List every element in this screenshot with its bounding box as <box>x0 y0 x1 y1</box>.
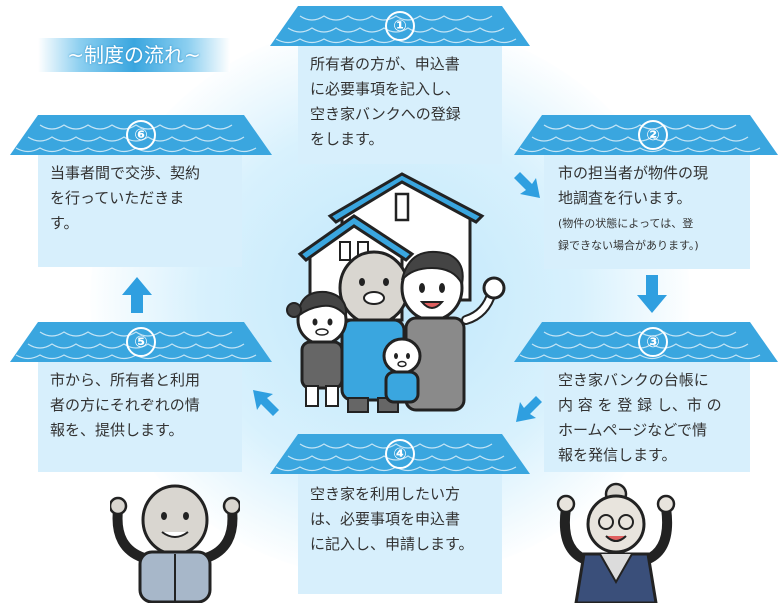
page-title: ~制度の流れ~ <box>67 43 201 67</box>
step-6-text: 当事者間で交渉、契約 を行っていただきま す。 <box>50 164 201 232</box>
step-2-box <box>544 155 750 269</box>
step-6: ⑥ 当事者間で交渉、契約 を行っていただきま す。 <box>10 115 272 275</box>
step-6-box <box>38 155 242 267</box>
step-1-box <box>298 46 502 164</box>
step-5-number: ⑤ <box>126 327 156 357</box>
step-2-number: ② <box>638 120 668 150</box>
family-house-illustration <box>286 172 506 413</box>
step-2-note: (物件の状態によっては、登 録できない場合があります。) <box>558 217 699 252</box>
step-3: ③ 空き家バンクの台帳に 内 容 を 登 録 し、市 の ホームページなどで情 … <box>514 322 778 472</box>
arrow-2-to-3-icon <box>637 275 667 313</box>
step-4-number: ④ <box>385 439 415 469</box>
step-1: ① 所有者の方が、申込書 に必要事項を記入し、 空き家バンクへの登録 をします。 <box>270 6 530 166</box>
step-3-text: 空き家バンクの台帳に 内 容 を 登 録 し、市 の ホームページなどで情 報を… <box>558 371 722 464</box>
step-5: ⑤ 市から、所有者と利用 者の方にそれぞれの情 報を、提供します。 <box>10 322 272 472</box>
step-5-text: 市から、所有者と利用 者の方にそれぞれの情 報を、提供します。 <box>50 371 201 439</box>
grandfather-illustration <box>110 484 240 603</box>
step-4-box <box>298 474 502 594</box>
arrow-3-to-4-icon <box>516 396 542 422</box>
step-5-box <box>38 362 242 472</box>
step-2: ② 市の担当者が物件の現 地調査を行います。 (物件の状態によっては、登 録でき… <box>514 115 778 275</box>
arrow-4-to-5-icon <box>253 390 279 416</box>
step-2-text: 市の担当者が物件の現 地調査を行います。 <box>558 164 709 207</box>
step-3-box <box>544 362 750 472</box>
step-4-text: 空き家を利用したい方 は、必要事項を申込書 に記入し、申請します。 <box>310 485 474 553</box>
grandmother-illustration <box>556 482 676 603</box>
step-1-text: 所有者の方が、申込書 に必要事項を記入し、 空き家バンクへの登録 をします。 <box>310 55 461 148</box>
arrow-1-to-2-icon <box>514 172 540 198</box>
step-1-number: ① <box>385 11 415 41</box>
arrow-5-to-6-icon <box>122 277 152 313</box>
step-4: ④ 空き家を利用したい方 は、必要事項を申込書 に記入し、申請します。 <box>270 434 530 594</box>
step-6-number: ⑥ <box>126 120 156 150</box>
step-3-number: ③ <box>638 327 668 357</box>
title-banner <box>38 38 230 72</box>
